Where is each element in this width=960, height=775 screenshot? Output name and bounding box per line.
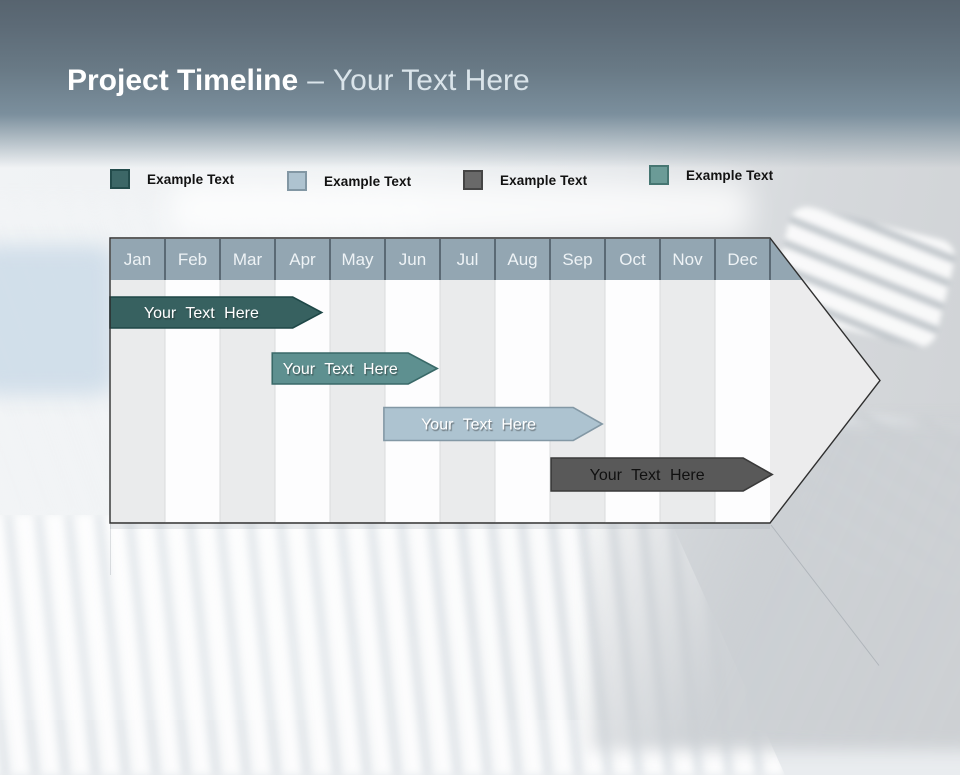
legend-item-1: Example Text: [110, 169, 234, 189]
paper-sheet: [170, 182, 750, 237]
title-subtitle: Your Text Here: [332, 64, 530, 97]
page-title: Project Timeline–Your Text Here: [67, 62, 530, 100]
legend-swatch-medium-teal: [649, 165, 669, 185]
title-separator: –: [307, 64, 324, 97]
legend-item-3: Example Text: [463, 170, 587, 190]
paper-stack-right: [767, 203, 959, 351]
legend-swatch-dark-gray: [463, 170, 483, 190]
title-band: Project Timeline–Your Text Here: [0, 0, 960, 168]
paper-sheet-blue: [0, 245, 115, 395]
legend-label: Example Text: [686, 167, 774, 183]
legend-label: Example Text: [500, 172, 588, 188]
title-main: Project Timeline: [67, 64, 299, 97]
legend-item-2: Example Text: [287, 171, 411, 191]
legend-label: Example Text: [324, 173, 412, 189]
legend-item-4: Example Text: [649, 165, 773, 185]
legend-swatch-light-blue: [287, 171, 307, 191]
legend-label: Example Text: [147, 171, 235, 187]
legend-swatch-dark-teal: [110, 169, 130, 189]
gray-corner-shade: [590, 420, 960, 750]
